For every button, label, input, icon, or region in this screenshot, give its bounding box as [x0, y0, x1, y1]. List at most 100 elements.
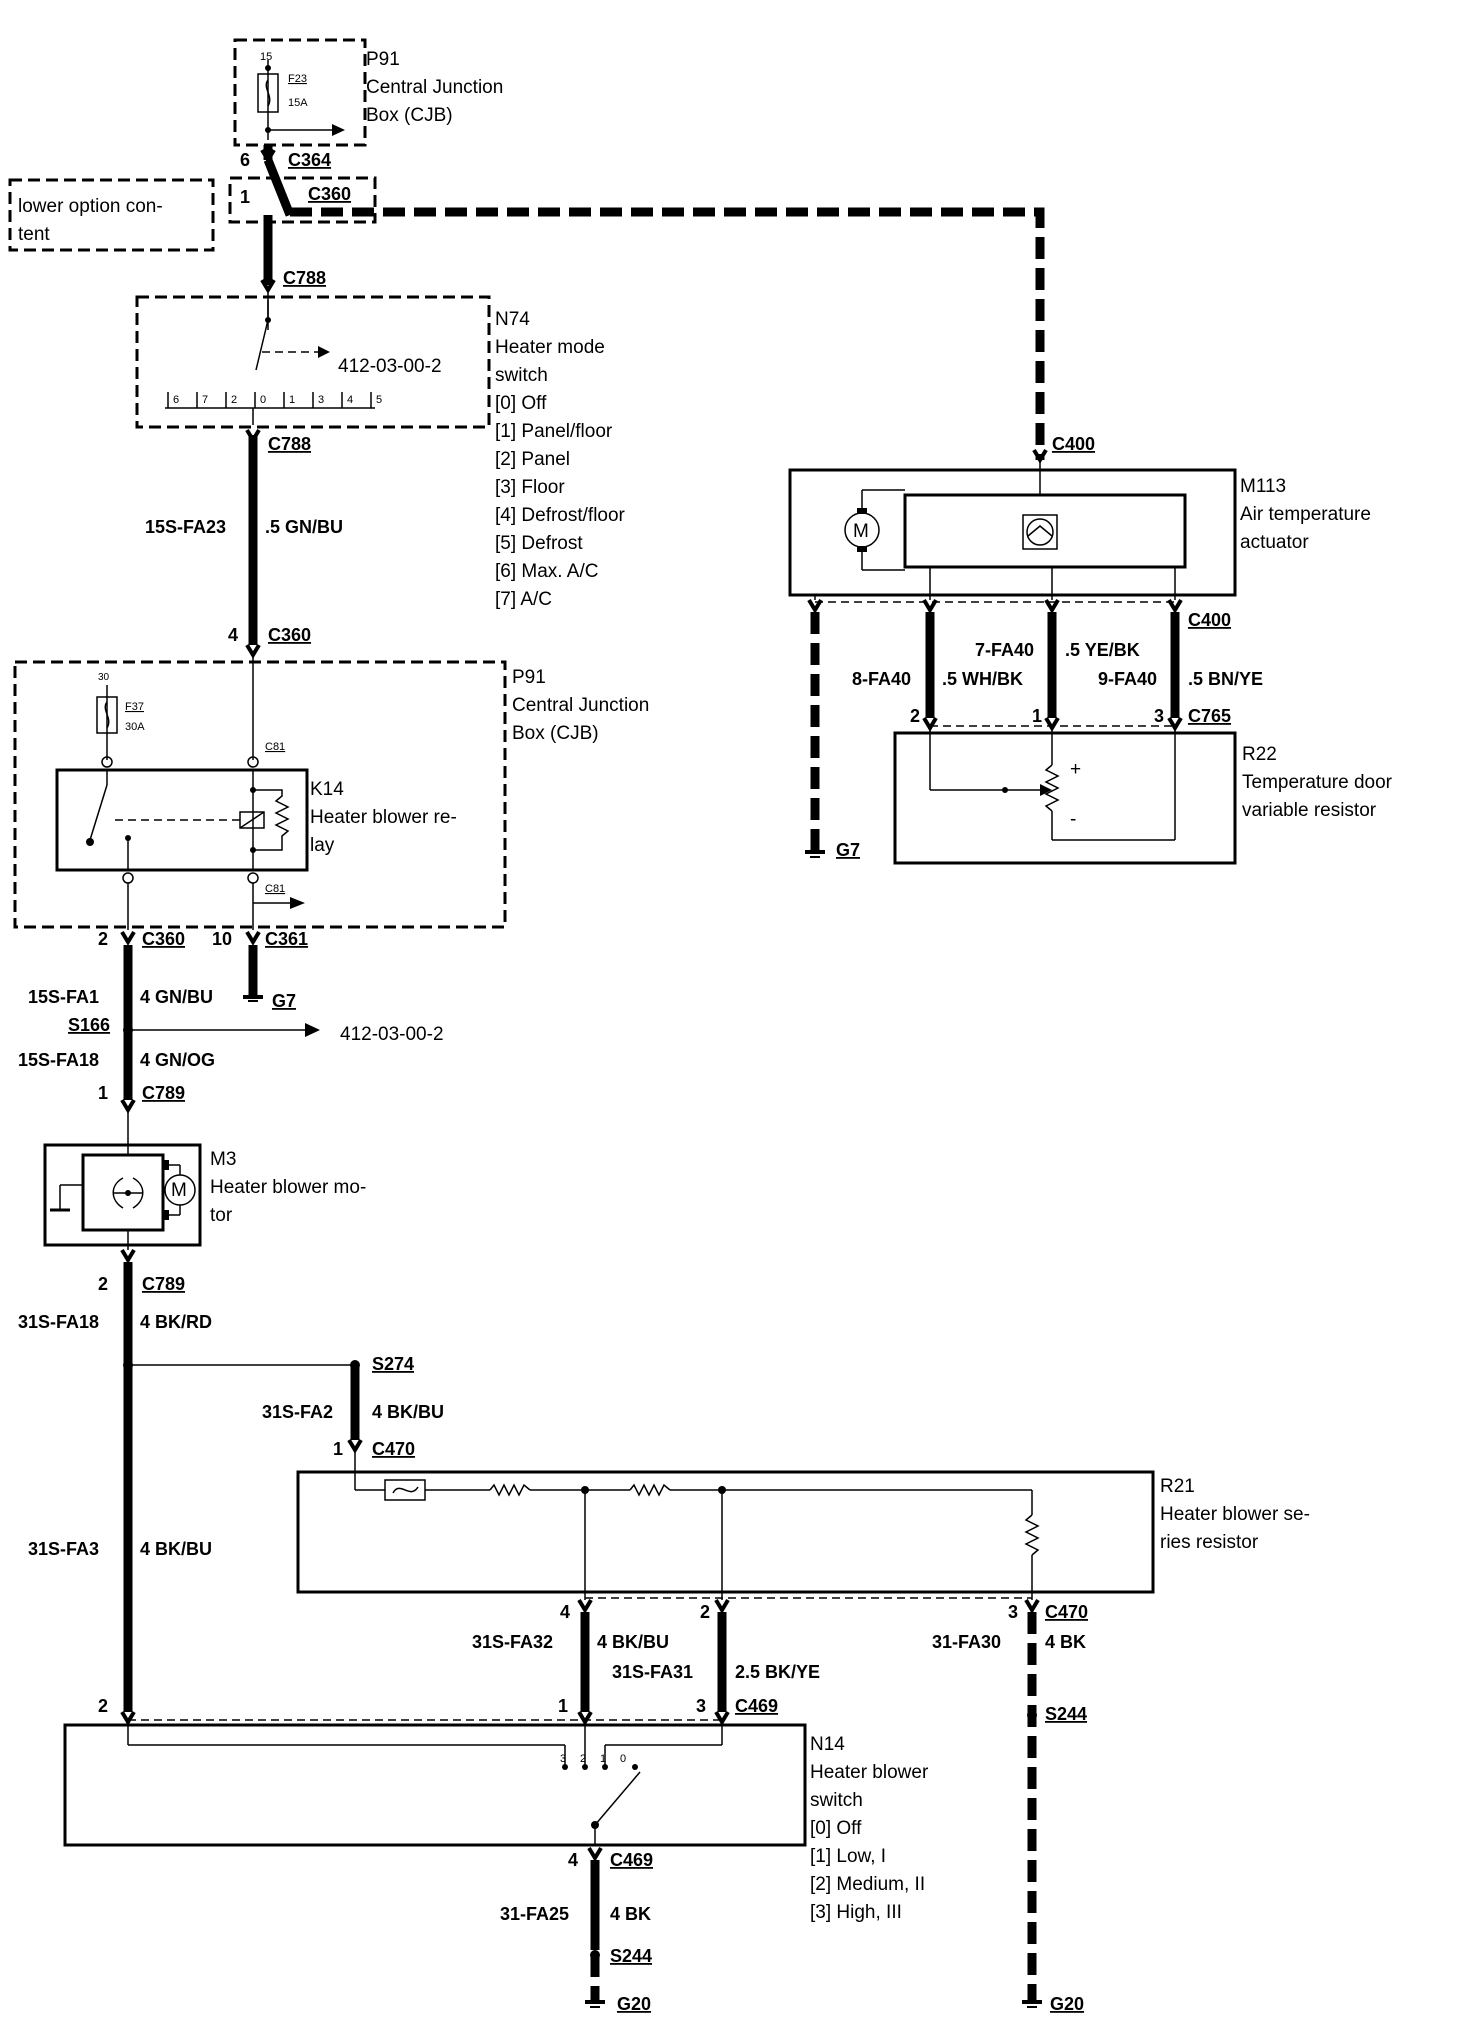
contact-label: 0: [260, 394, 266, 406]
m113-name-1: Air temperature: [1240, 504, 1371, 525]
c469-bottom-label: C469: [610, 1850, 653, 1870]
n74-pos-5: [5] Defrost: [495, 533, 583, 554]
pin-3-n14: 3: [696, 1696, 706, 1716]
wire-top-main: [260, 145, 1045, 460]
contact-label: 0: [620, 1753, 626, 1765]
pin-1-r22: 1: [1032, 706, 1042, 726]
r22-resistor-body: [893, 730, 1237, 865]
n14-pos-3: [3] High, III: [810, 1902, 902, 1923]
r22-plus: +: [1070, 759, 1081, 780]
wire-31s-fa18-spec: 4 BK/RD: [140, 1312, 212, 1332]
contact-label: 4: [347, 394, 353, 406]
n74-pos-2: [2] Panel: [495, 449, 570, 470]
pin-10: 10: [212, 929, 232, 949]
c789-bottom-label: C789: [142, 1274, 185, 1294]
c81-bottom-label: C81: [265, 883, 285, 895]
r21-name-1: Heater blower se-: [1160, 1504, 1310, 1525]
wire-15s-fa1-spec: 4 GN/BU: [140, 987, 213, 1007]
cjb-mid-name-1: Central Junction: [512, 695, 649, 716]
pin-2-r21: 2: [700, 1602, 710, 1622]
pin-3-r21: 3: [1008, 1602, 1018, 1622]
n74-pos-4: [4] Defrost/floor: [495, 505, 626, 526]
c788-bottom-label: C788: [268, 434, 311, 454]
cjb-top-id: P91: [366, 49, 400, 70]
pin-2-n14: 2: [98, 1696, 108, 1716]
cjb-mid-body: [13, 655, 507, 930]
pin-4-c360: 4: [228, 625, 238, 645]
fuse-mid-name: F37: [125, 701, 144, 713]
wire-31s-fa3-spec: 4 BK/BU: [140, 1539, 212, 1559]
fuse-top-rating: 15A: [288, 97, 308, 109]
wire-31-fa25-spec: 4 BK: [610, 1904, 651, 1924]
pin-2-r22: 2: [910, 706, 920, 726]
g7-right-label: G7: [836, 840, 860, 860]
cjb-top: 15 F23 15A: [233, 38, 367, 147]
wire-8-fa40-spec: .5 WH/BK: [942, 669, 1023, 689]
wire-8-fa40-label: 8-FA40: [852, 669, 911, 689]
wires-below-r21: [128, 1597, 1040, 2000]
wire-31s-fa2-spec: 4 BK/BU: [372, 1402, 444, 1422]
wire-31s-fa31-label: 31S-FA31: [612, 1662, 693, 1682]
r22-minus: -: [1070, 809, 1076, 830]
c789-top-label: C789: [142, 1083, 185, 1103]
r22-id: R22: [1242, 744, 1277, 765]
fuse-mid-rating: 30A: [125, 721, 145, 733]
g7-left-label: G7: [272, 991, 296, 1011]
pin-1-c470: 1: [333, 1439, 343, 1459]
wire-31s-fa32-spec: 4 BK/BU: [597, 1632, 669, 1652]
wire-15s-fa23-spec: .5 GN/BU: [265, 517, 343, 537]
c470-bottom-label: C470: [1045, 1602, 1088, 1622]
wire-below-cjb: [120, 930, 320, 1114]
wire-15s-fa23-label: 15S-FA23: [145, 517, 226, 537]
n74-name-1: Heater mode: [495, 337, 605, 358]
wire-31-fa30-spec: 4 BK: [1045, 1632, 1086, 1652]
contact-label: 3: [560, 1753, 566, 1765]
motor-symbol-m113: M: [853, 521, 869, 542]
wire-31s-fa32-label: 31S-FA32: [472, 1632, 553, 1652]
wire-7-fa40-spec: .5 YE/BK: [1065, 640, 1140, 660]
c469-top-label: C469: [735, 1696, 778, 1716]
lower-option-text-2: tent: [18, 224, 50, 245]
cjb-mid-name-2: Box (CJB): [512, 723, 599, 744]
s166-ref: 412-03-00-2: [340, 1024, 444, 1045]
n74-name-2: switch: [495, 365, 548, 386]
contact-label: 7: [202, 394, 208, 406]
n74-switch-body: [135, 295, 491, 429]
s166-label: S166: [68, 1015, 110, 1035]
cjb-top-name-2: Box (CJB): [366, 105, 453, 126]
n74-pos-6: [6] Max. A/C: [495, 561, 598, 582]
m113-name-2: actuator: [1240, 532, 1309, 553]
pin-4-n14: 4: [568, 1850, 578, 1870]
pin-2-c789: 2: [98, 1274, 108, 1294]
wire-31s-fa18-label: 31S-FA18: [18, 1312, 99, 1332]
n74-ref: 412-03-00-2: [338, 356, 442, 377]
c360-low-label: C360: [142, 929, 185, 949]
c765-label: C765: [1188, 706, 1231, 726]
lower-option-text-1: lower option con-: [18, 196, 163, 217]
pin-1-top: 1: [240, 187, 250, 207]
n74-pos-7: [7] A/C: [495, 589, 552, 610]
c364-label: C364: [288, 150, 331, 170]
pin-1-n14: 1: [558, 1696, 568, 1716]
cjb-top-name-1: Central Junction: [366, 77, 503, 98]
n74-pos-1: [1] Panel/floor: [495, 421, 613, 442]
m3-name-2: tor: [210, 1205, 233, 1226]
k14-name-2: lay: [310, 835, 335, 856]
pin-3-r22: 3: [1154, 706, 1164, 726]
wire-7-fa40-label: 7-FA40: [975, 640, 1034, 660]
m3-id: M3: [210, 1149, 236, 1170]
contact-label: 5: [376, 394, 382, 406]
wire-31s-fa2-label: 31S-FA2: [262, 1402, 333, 1422]
m113-actuator-body: [788, 448, 1237, 858]
c360-top-label: C360: [308, 184, 351, 204]
wire-9-fa40-spec: .5 BN/YE: [1188, 669, 1263, 689]
wire-31s-fa3-label: 31S-FA3: [28, 1539, 99, 1559]
wire-15s-fa1-label: 15S-FA1: [28, 987, 99, 1007]
contact-label: 6: [173, 394, 179, 406]
n14-pos-1: [1] Low, I: [810, 1846, 886, 1867]
contact-label: 1: [289, 394, 295, 406]
n14-pos-2: [2] Medium, II: [810, 1874, 925, 1895]
m3-motor-body: [43, 1112, 202, 1250]
